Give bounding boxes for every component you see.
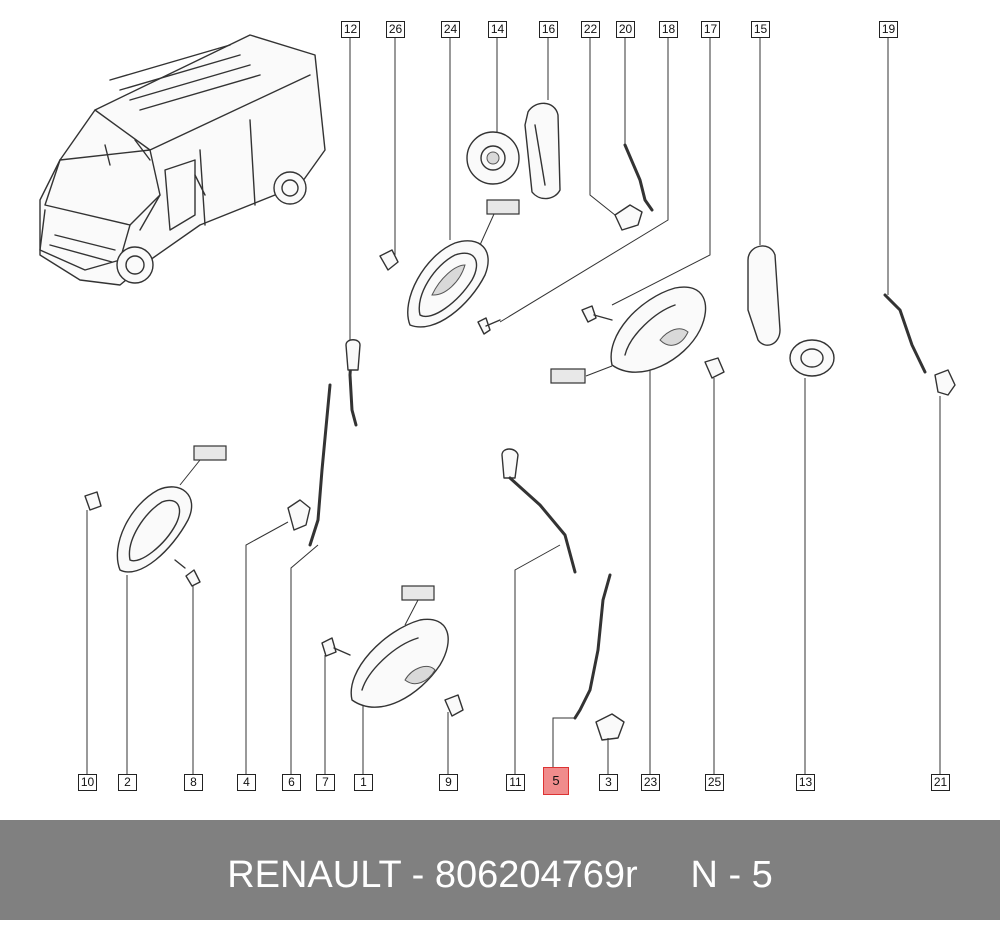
callout-15: 15 bbox=[751, 21, 770, 38]
callout-25: 25 bbox=[705, 774, 724, 791]
left-door-handle-assembly bbox=[84, 445, 227, 587]
callout-3: 3 bbox=[599, 774, 618, 791]
clip-4-and-rods-6-12 bbox=[287, 339, 361, 547]
callout-24: 24 bbox=[441, 21, 460, 38]
callout-26: 26 bbox=[386, 21, 405, 38]
footer-bar: RENAULT - 806204769r N - 5 bbox=[0, 820, 1000, 920]
callout-14: 14 bbox=[488, 21, 507, 38]
handle-cover-16 bbox=[524, 102, 561, 200]
van-illustration bbox=[39, 34, 326, 286]
callout-16: 16 bbox=[539, 21, 558, 38]
rod-20-and-clip-22 bbox=[614, 143, 654, 231]
callout-17: 17 bbox=[701, 21, 720, 38]
callout-20: 20 bbox=[616, 21, 635, 38]
callout-13: 13 bbox=[796, 774, 815, 791]
callout-11: 11 bbox=[506, 774, 525, 791]
rods-11-5-and-clip-3 bbox=[501, 448, 625, 741]
callout-12: 12 bbox=[341, 21, 360, 38]
callout-18: 18 bbox=[659, 21, 678, 38]
callout-10: 10 bbox=[78, 774, 97, 791]
rod-19-and-clip-21 bbox=[883, 293, 956, 396]
leader-lines bbox=[86, 37, 941, 775]
callout-6: 6 bbox=[282, 774, 301, 791]
bezel-1-assembly bbox=[321, 585, 464, 717]
grommet-14 bbox=[466, 131, 520, 185]
callout-2: 2 bbox=[118, 774, 137, 791]
callout-23: 23 bbox=[641, 774, 660, 791]
part-number-caption: RENAULT - 806204769r N - 5 bbox=[227, 854, 773, 896]
bezel-17 bbox=[550, 286, 725, 384]
callout-22: 22 bbox=[581, 21, 600, 38]
callout-7: 7 bbox=[316, 774, 335, 791]
callout-9: 9 bbox=[439, 774, 458, 791]
callout-1: 1 bbox=[354, 774, 373, 791]
callout-19: 19 bbox=[879, 21, 898, 38]
callout-4: 4 bbox=[237, 774, 256, 791]
callout-21: 21 bbox=[931, 774, 950, 791]
exploded-parts-diagram bbox=[39, 34, 956, 775]
callout-5-highlighted[interactable]: 5 bbox=[543, 767, 569, 795]
upper-door-handle-assembly bbox=[379, 199, 520, 335]
handle-15-and-ring-13 bbox=[747, 245, 835, 377]
callout-8: 8 bbox=[184, 774, 203, 791]
